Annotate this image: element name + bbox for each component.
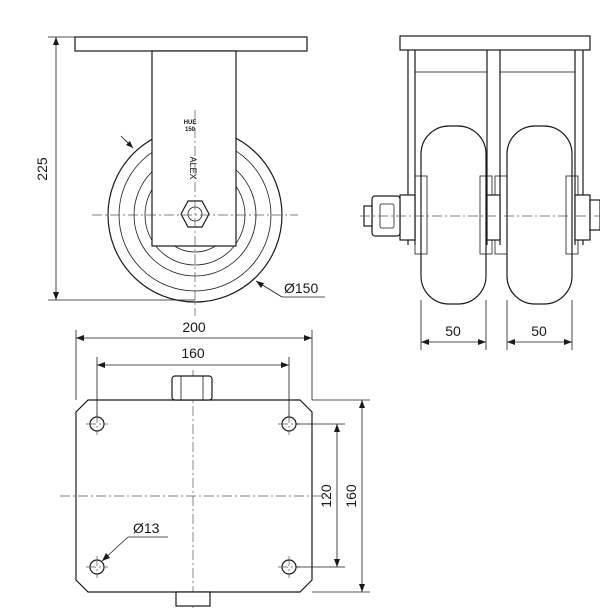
dimension-hole-diameter: Ø13 (133, 520, 160, 536)
load-code-bottom: 150 (185, 127, 196, 133)
side-view: HUE 150 ALEX 225 Ø150 (34, 36, 325, 316)
load-code-top: HUE (184, 120, 197, 126)
dimension-plate-width: 200 (182, 319, 206, 335)
dimension-hole-spacing-y: 120 (318, 484, 334, 508)
top-view: 200 160 120 160 Ø13 (60, 319, 370, 608)
brand-marking: ALEX (188, 156, 198, 179)
mounting-hole-tl (86, 413, 108, 435)
front-wheel-right (506, 125, 573, 305)
front-top-plate (399, 35, 591, 51)
side-top-plate (74, 36, 308, 52)
front-wheel-left (420, 125, 487, 305)
dimension-plate-depth: 160 (343, 484, 359, 508)
dimension-wheel-diameter: Ø150 (284, 280, 318, 296)
dimension-height: 225 (34, 157, 50, 181)
dimension-hole-spacing-x: 160 (181, 345, 205, 361)
dimension-wheel-width-left: 50 (445, 323, 461, 339)
dimension-wheel-width-right: 50 (531, 323, 547, 339)
top-axle-nut-icon (171, 375, 213, 401)
front-view: 50 50 (360, 35, 600, 350)
mounting-hole-bl (86, 556, 108, 578)
